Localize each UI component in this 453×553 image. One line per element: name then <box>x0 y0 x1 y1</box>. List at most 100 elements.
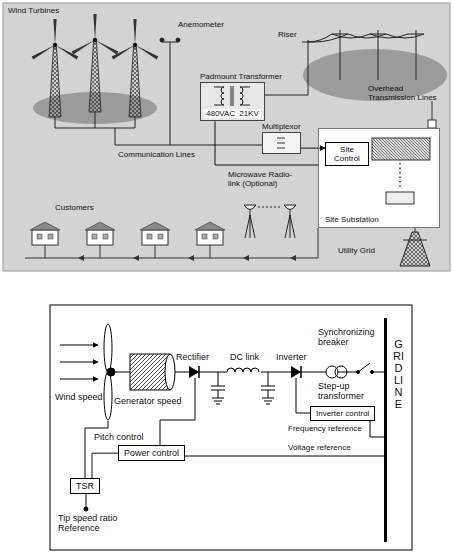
rectifier-diode <box>198 366 200 378</box>
node-text: Power control <box>124 448 179 458</box>
voltage-strip: 480VAC 21KV <box>204 109 261 118</box>
signal-label: Wind speed <box>55 392 103 402</box>
part-label: Overhead Transmission Lines <box>368 84 440 102</box>
generator <box>165 354 175 390</box>
distribution-line <box>78 255 296 261</box>
panel-ground <box>3 3 450 271</box>
anemometer <box>162 42 178 125</box>
anemometer <box>160 38 164 42</box>
multiplexor-box: Multiplexor <box>262 122 301 154</box>
node-text: Padmount Transformer <box>200 72 282 81</box>
connector <box>215 121 318 165</box>
power-line <box>358 363 370 372</box>
house <box>30 222 60 245</box>
part-label: Inverter <box>276 352 307 362</box>
signal-label: Tip speed ratio Reference <box>58 513 128 534</box>
capacitor <box>211 372 275 404</box>
rotor-blade <box>104 324 112 372</box>
dc-link-inductor <box>227 368 261 374</box>
utility-tower <box>400 232 430 266</box>
node-text: Multiplexor <box>262 122 301 131</box>
transformer-box: Padmount Transformer 480VAC 21KV <box>200 72 282 121</box>
wind-turbine <box>72 14 119 112</box>
microwave-link <box>284 205 296 238</box>
rectifier-diode <box>189 366 199 378</box>
distribution-line <box>25 228 318 261</box>
wind-turbine <box>32 19 79 117</box>
anemometer <box>160 38 180 125</box>
microwave-link <box>244 205 256 238</box>
part-label: Wind Turbines <box>8 6 59 15</box>
wind-arrow <box>60 362 98 363</box>
control-line <box>160 378 195 450</box>
substation-ground <box>318 128 440 228</box>
substation-equipment <box>386 192 414 204</box>
process-box: Power control <box>118 445 185 461</box>
transformer-symbol <box>210 85 254 107</box>
house <box>140 222 170 245</box>
node-text: Site Substation <box>325 215 379 224</box>
wind-arrow <box>60 379 98 380</box>
distribution-line <box>25 228 318 258</box>
part-label: Customers <box>55 203 94 212</box>
wind-arrow <box>60 345 98 346</box>
part-label: DC link <box>230 352 259 362</box>
process-box: TSR <box>70 478 100 494</box>
rectifier-diode <box>189 366 199 378</box>
substation-equipment <box>372 138 430 160</box>
signal-label: Voltage reference <box>288 443 351 452</box>
part-label: Microwave Radio-link (Optional) <box>228 170 300 188</box>
utility-tower <box>400 228 430 266</box>
part-label: Step-up transformer <box>318 381 370 402</box>
capacitor <box>211 372 225 404</box>
step-up-transformer <box>326 366 347 378</box>
dc-link-inductor <box>227 368 259 372</box>
control-line <box>84 378 384 511</box>
connector <box>92 453 118 478</box>
multiplexor-body <box>262 132 301 154</box>
part-label: Riser <box>278 30 297 39</box>
part-label: Anemometer <box>178 20 224 29</box>
substation-box: Site Substation Site Control <box>318 128 440 228</box>
inverter-diode <box>291 366 301 378</box>
wind-arrow <box>60 345 98 379</box>
wind-turbine <box>112 19 159 117</box>
multiplexor-symbol <box>277 138 285 148</box>
microwave-link <box>258 207 282 208</box>
node-text: Inverter control <box>316 409 369 418</box>
connector <box>301 148 325 149</box>
generator <box>130 354 170 390</box>
power-line <box>175 372 384 373</box>
transformer-symbol <box>214 86 250 106</box>
utility-tower <box>403 240 427 241</box>
transmission-pole <box>308 30 424 80</box>
dc-link-inductor <box>227 370 261 374</box>
panel-frame <box>50 305 412 550</box>
transmission-pole <box>308 34 424 42</box>
node-text: 480VAC <box>206 109 235 118</box>
anemometer <box>176 38 180 42</box>
control-box: Site Control <box>325 142 369 166</box>
substation-equipment <box>428 120 436 128</box>
utility-tower <box>415 228 416 232</box>
step-up-transformer <box>335 366 347 378</box>
transformer-body: 480VAC 21KV <box>200 82 265 121</box>
signal-label: Frequency reference <box>288 424 362 433</box>
microwave-link <box>244 205 296 238</box>
house <box>195 222 225 245</box>
power-line <box>371 371 374 374</box>
control-line <box>175 456 384 457</box>
inverter-diode <box>300 366 302 378</box>
rotor-blade <box>104 372 112 420</box>
bus-label: GRID LINE <box>393 338 404 411</box>
signal-label: Pitch control <box>94 432 144 442</box>
process-box: Inverter control <box>310 406 375 421</box>
node-text: 21KV <box>239 109 259 118</box>
power-line <box>175 363 384 374</box>
part-label: Rectifier <box>176 352 209 362</box>
part-label: Communication Lines <box>118 150 195 159</box>
rotor-blade <box>107 368 115 376</box>
part-label: Synchronizing breaker <box>318 327 382 348</box>
control-line <box>84 507 88 511</box>
